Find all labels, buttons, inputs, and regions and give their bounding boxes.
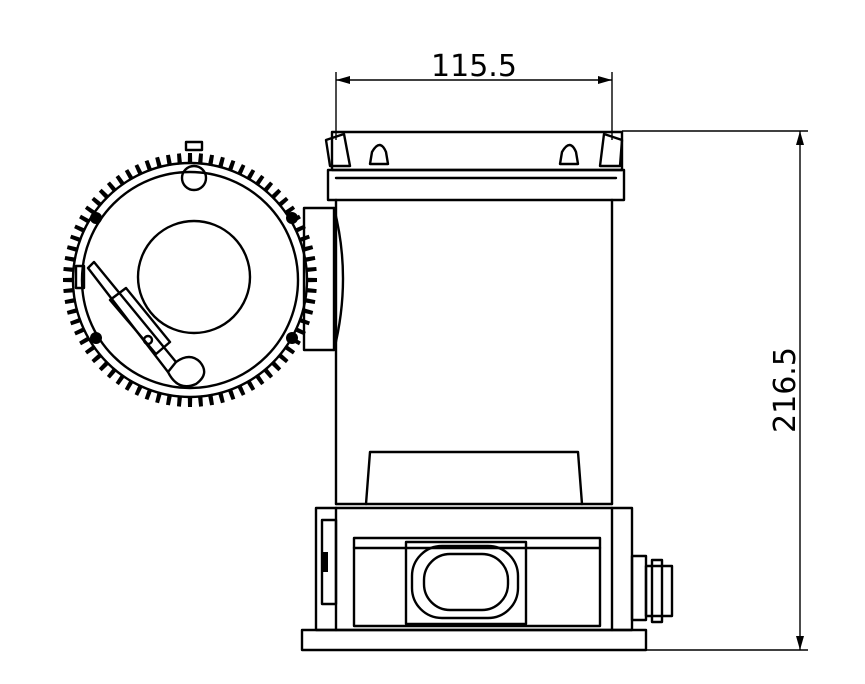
- cable-gland: [630, 554, 674, 624]
- housing-body: [300, 130, 674, 652]
- gear-tooth: [63, 267, 75, 273]
- gear-tooth: [64, 256, 77, 263]
- collar: [302, 206, 345, 352]
- gear-tooth: [305, 267, 317, 273]
- top-hole: [180, 164, 208, 192]
- gear-tooth: [187, 153, 193, 164]
- gear-tooth: [197, 153, 203, 165]
- width-label: 115.5: [431, 49, 517, 84]
- gear-tooth: [207, 154, 214, 167]
- gear-tooth: [177, 153, 183, 165]
- gear-rim: [71, 161, 309, 399]
- side-tab: [74, 264, 86, 290]
- lens-window: [136, 219, 252, 335]
- top-ring: [326, 168, 626, 202]
- base-panel: [352, 536, 602, 628]
- gear-tooth: [306, 277, 317, 283]
- gear-tooth: [303, 256, 316, 263]
- latch-lever: [86, 260, 206, 388]
- gear-tooth: [177, 395, 183, 407]
- mounting-screws: [90, 212, 298, 344]
- gear-tooth: [305, 287, 317, 293]
- gear-tooth: [63, 277, 74, 283]
- gear-tooth: [197, 395, 203, 407]
- base-oval-inner: [422, 552, 510, 612]
- gear-tooth: [166, 154, 173, 167]
- gear-tooth: [64, 297, 77, 304]
- base-housing: [314, 506, 634, 632]
- gear-tooth: [166, 393, 173, 406]
- plate-face: [80, 170, 300, 390]
- gear-tooth: [207, 393, 214, 406]
- height-dimension: 216.5: [622, 130, 808, 651]
- gear-tooth: [63, 287, 75, 293]
- width-dimension: 115.5: [335, 49, 613, 140]
- top-clip-right: [558, 132, 624, 168]
- height-label: 216.5: [768, 347, 803, 433]
- base-center-block: [404, 540, 528, 626]
- gear-teeth: [63, 153, 317, 407]
- gear-tooth: [187, 396, 193, 407]
- gear-tooth: [303, 297, 316, 304]
- base-oval-outer: [410, 544, 520, 620]
- foot-plate: [300, 628, 648, 652]
- side-end-plate: [63, 140, 317, 407]
- top-clip-left: [324, 132, 390, 168]
- inner-window: [364, 450, 584, 506]
- top-tab: [184, 140, 204, 152]
